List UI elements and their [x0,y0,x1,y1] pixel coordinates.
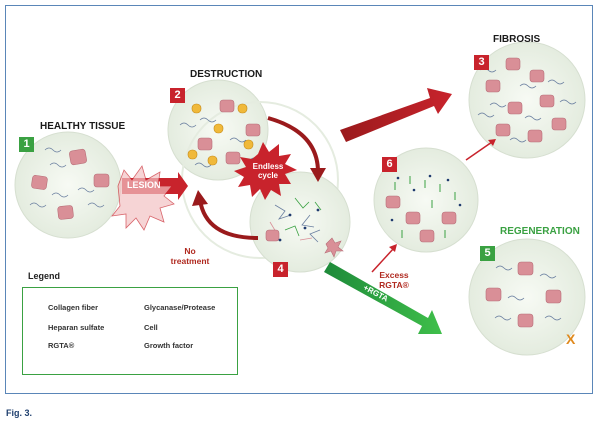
stage6-rgta [394,176,456,238]
no-treatment-left-line2: treatment [170,256,210,266]
fibrosis-cells [485,57,567,143]
arrow-6-to-3-head [488,139,496,146]
no-treatment-left-label: No treatment [170,246,210,266]
stage4-fibers [269,197,322,243]
regeneration-circle [468,238,586,356]
stage4-circle [249,171,351,273]
excess-rgta-label: Excess RGTA® [372,270,416,290]
legend-title: Legend [28,271,61,281]
stage6-circle [373,147,479,253]
healthy-cells [31,148,110,220]
diagram-canvas: X [14,41,586,356]
legend-growth: Growth factor [144,341,194,350]
figure-caption: Fig. 3. [6,408,33,418]
stage-1-badge: 1 [19,137,34,152]
legend-glycanase: Glycanase/Protease [144,303,216,312]
arrow-4-to-6 [371,247,395,273]
excess-line2: RGTA® [379,280,409,290]
cycle-arrow-right-head [310,168,326,182]
stage6-cells [385,195,457,243]
stage-5-badge: 5 [480,246,495,261]
endless-cycle-line2: cycle [257,171,279,180]
legend-collagen: Collagen fiber [48,303,99,312]
cycle-arrow-right [267,116,320,173]
stage-4-badge: 4 [273,262,288,277]
endless-cycle-label: Endless cycle [250,162,286,180]
legend-cell: Cell [144,323,158,332]
stage-2-badge: 2 [170,88,185,103]
healthy-tissue-title: HEALTHY TISSUE [40,121,126,132]
no-treatment-left-line1: No [184,246,196,256]
regeneration-cells [485,261,562,328]
regeneration-fibers [494,265,562,321]
stage6-dots [390,174,462,222]
arrow-4-to-6-head [389,244,397,252]
lesion-label: LESION [127,180,161,190]
rgta-arrow [324,262,442,334]
cycle-arrow-left [198,199,259,240]
legend-rgta: RGTA® [48,341,75,350]
stage-6-badge: 6 [382,157,397,172]
destruction-title: DESTRUCTION [190,69,263,80]
healthy-fibers [29,147,105,208]
destruction-cells [197,99,261,165]
fibrosis-fibers [477,67,577,143]
no-treatment-arrow [340,88,452,142]
regeneration-x-mark: X [566,331,576,347]
arrow-6-to-3 [465,141,493,161]
lesion-burst [111,165,175,231]
endless-cycle-star [234,142,297,200]
stage4-dots [278,208,320,242]
stage-3-badge: 3 [474,55,489,70]
excess-line1: Excess [379,270,409,280]
cycle-arrow-left-head [192,190,208,206]
legend-box [22,287,238,375]
fibrosis-title: FIBROSIS [493,34,541,45]
regeneration-title: REGENERATION [500,226,580,237]
endless-cycle-line1: Endless [252,162,284,171]
stage4-cells [265,229,344,258]
destruction-enzymes [187,103,254,166]
legend-heparan: Heparan sulfate [48,323,105,332]
